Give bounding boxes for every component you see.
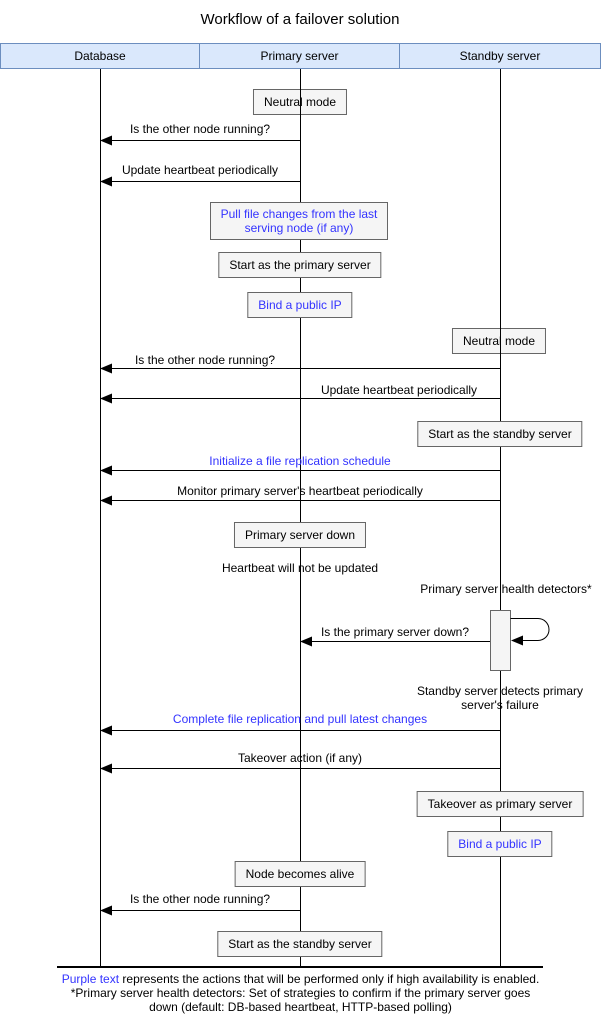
activity-box-takeover-as-primary: Takeover as primary server xyxy=(416,791,584,817)
activity-box-pull-file-changes: Pull file changes from the last serving … xyxy=(210,202,388,240)
note-standby-detects-failure: Standby server detects primary server's … xyxy=(400,684,600,712)
message-arrow-8 xyxy=(100,725,500,736)
self-loop-arrow xyxy=(510,618,550,646)
lane-header: Database Primary server Standby server xyxy=(0,43,601,69)
activity-box-bind-public-ip-primary: Bind a public IP xyxy=(247,292,353,318)
activity-box-start-as-standby-2: Start as the standby server xyxy=(217,931,383,957)
message-arrow-7 xyxy=(300,636,490,647)
message-arrow-9 xyxy=(100,763,500,774)
message-arrow-1 xyxy=(100,135,300,146)
message-arrow-4 xyxy=(100,393,500,404)
footer-legend: Purple text represents the actions that … xyxy=(0,972,601,1014)
message-label-7: Is the primary server down? xyxy=(320,625,470,639)
message-label-1: Is the other node running? xyxy=(129,122,271,136)
activity-box-neutral-mode-standby: Neutral mode xyxy=(451,328,547,354)
lane-header-database: Database xyxy=(0,43,200,69)
note-line: Standby server detects primary xyxy=(416,684,584,698)
footer-line-1-rest: represents the actions that will be perf… xyxy=(119,972,540,986)
activity-box-start-as-primary: Start as the primary server xyxy=(218,252,382,278)
message-arrow-10 xyxy=(100,905,300,916)
message-arrow-2 xyxy=(100,176,300,187)
footer-line-3: down (default: DB-based heartbeat, HTTP-… xyxy=(149,1000,452,1014)
message-arrow-3 xyxy=(100,363,500,374)
activity-box-line: serving node (if any) xyxy=(244,221,354,235)
footer-line-2: *Primary server health detectors: Set of… xyxy=(70,986,531,1000)
activity-box-bind-public-ip-standby: Bind a public IP xyxy=(447,831,553,857)
activity-box-line: Pull file changes from the last xyxy=(220,207,378,221)
message-label-10: Is the other node running? xyxy=(129,892,271,906)
note-line: server's failure xyxy=(461,698,539,712)
message-label-5: Initialize a file replication schedule xyxy=(209,454,391,468)
message-label-8: Complete file replication and pull lates… xyxy=(172,712,428,726)
note-heartbeat-not-updated: Heartbeat will not be updated xyxy=(221,561,379,575)
message-arrow-5 xyxy=(100,465,500,476)
message-label-6: Monitor primary server's heartbeat perio… xyxy=(177,484,423,498)
footer-purple-text: Purple text xyxy=(61,972,120,986)
message-label-4: Update heartbeat periodically xyxy=(320,383,478,397)
activity-box-start-as-standby: Start as the standby server xyxy=(417,421,583,447)
note-health-detectors: Primary server health detectors* xyxy=(420,582,592,596)
footer-line-1: Purple text represents the actions that … xyxy=(0,972,601,986)
page-title: Workflow of a failover solution xyxy=(200,11,400,28)
lane-header-standby-server: Standby server xyxy=(400,43,601,69)
message-arrow-6 xyxy=(100,495,500,506)
message-label-3: Is the other node running? xyxy=(134,353,276,367)
message-label-9: Takeover action (if any) xyxy=(237,751,363,765)
message-label-2: Update heartbeat periodically xyxy=(121,163,279,177)
activation-bar xyxy=(490,610,511,671)
activity-box-node-becomes-alive: Node becomes alive xyxy=(234,861,366,887)
activity-box-primary-server-down: Primary server down xyxy=(233,522,367,548)
lane-header-primary-server: Primary server xyxy=(200,43,400,69)
